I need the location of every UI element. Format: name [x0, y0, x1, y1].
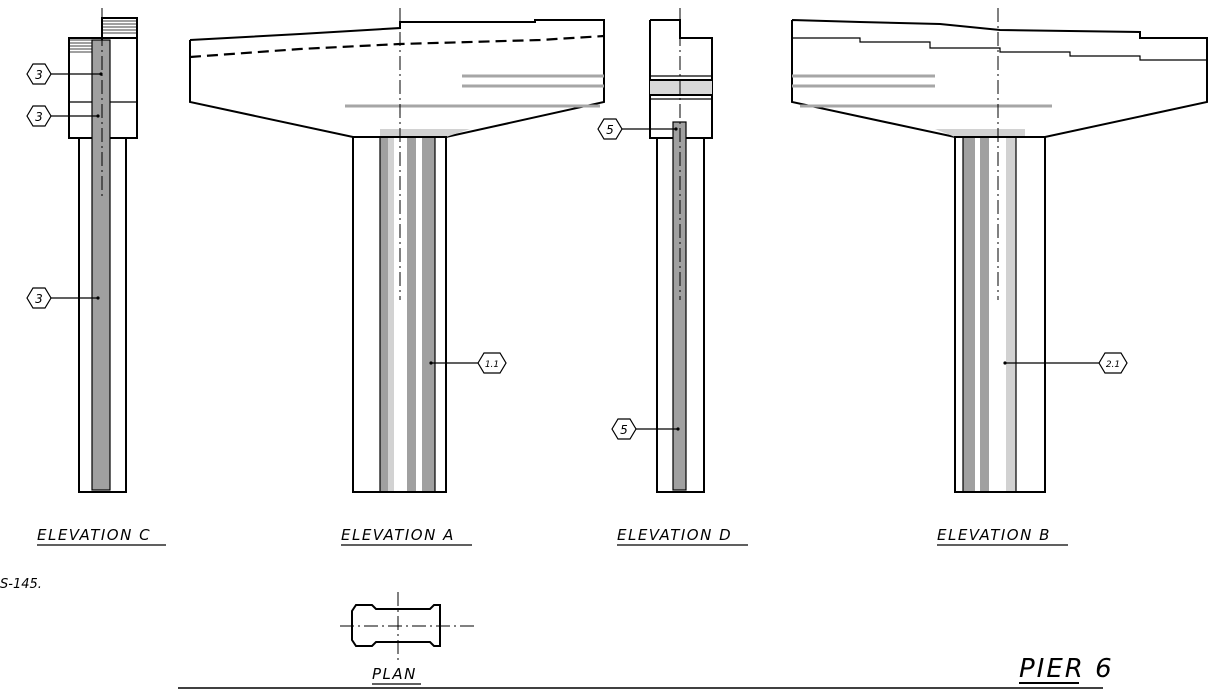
title-elevation-b: ELEVATION B	[937, 526, 1068, 546]
tag-d-col: 5	[611, 418, 680, 440]
tag-d-top: 5	[597, 118, 678, 140]
svg-text:1.1: 1.1	[485, 360, 499, 370]
tag-a-col: 1.1	[429, 352, 507, 374]
title-elevation-d: ELEVATION D	[617, 526, 748, 546]
sheet-reference-note: S-145.	[0, 577, 42, 592]
svg-text:ELEVATION B: ELEVATION B	[937, 526, 1051, 544]
svg-text:5: 5	[606, 123, 614, 137]
title-elevation-c: ELEVATION C	[37, 526, 166, 546]
elevation-c-view	[68, 8, 138, 493]
title-elevation-a: ELEVATION A	[341, 526, 472, 546]
elevation-b-view	[791, 8, 1208, 493]
svg-text:5: 5	[620, 423, 628, 437]
elevation-a-view	[189, 8, 605, 493]
svg-text:PLAN: PLAN	[372, 665, 417, 683]
tag-b-col: 2.1	[1003, 352, 1128, 374]
tag-c-top: 3	[26, 63, 103, 85]
elevation-d-view	[649, 8, 713, 493]
svg-text:PIER 6: PIER 6	[1019, 654, 1114, 684]
svg-text:2.1: 2.1	[1106, 360, 1120, 370]
svg-text:3: 3	[35, 68, 43, 82]
svg-text:ELEVATION A: ELEVATION A	[341, 526, 455, 544]
svg-text:ELEVATION D: ELEVATION D	[617, 526, 732, 544]
svg-text:3: 3	[35, 110, 43, 124]
tag-c-col: 3	[26, 287, 100, 309]
svg-text:ELEVATION C: ELEVATION C	[37, 526, 151, 544]
plan-view	[340, 592, 474, 660]
tag-c-mid: 3	[26, 105, 100, 127]
title-plan: PLAN	[372, 665, 421, 685]
svg-text:3: 3	[35, 292, 43, 306]
sheet-title: PIER 6	[1019, 654, 1114, 684]
